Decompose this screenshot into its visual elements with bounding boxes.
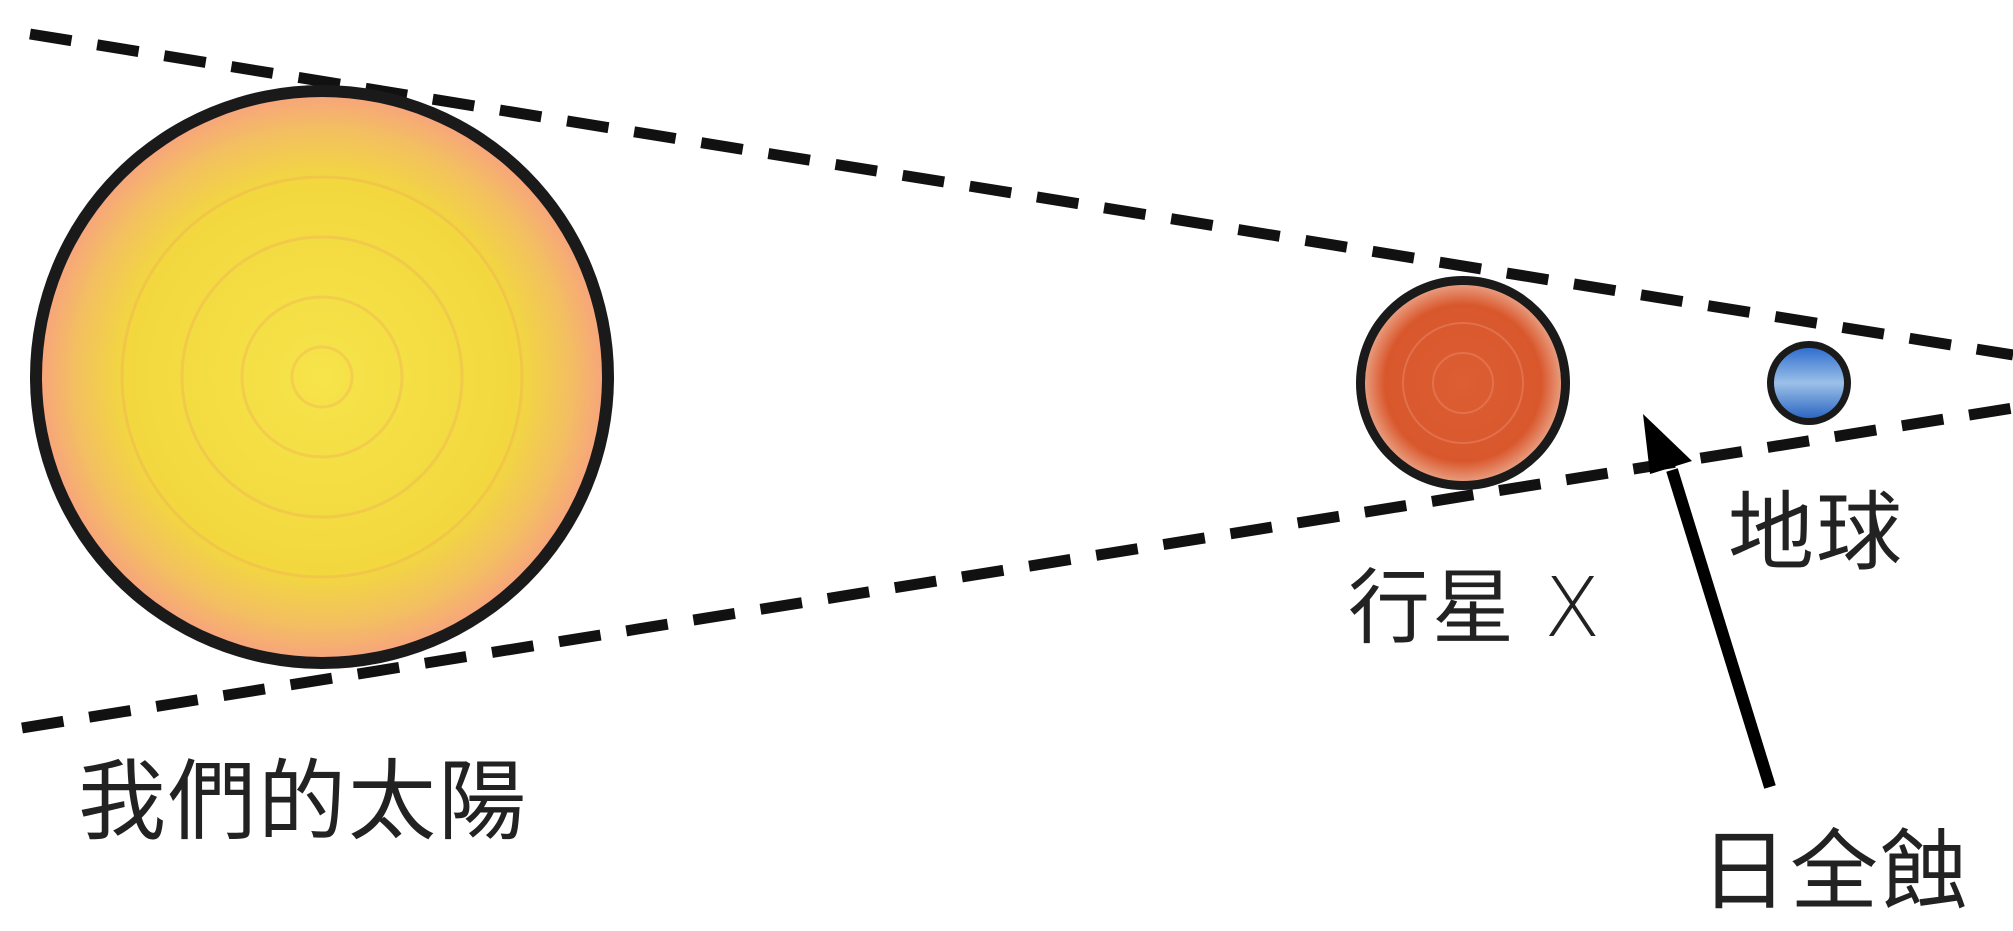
planet-x bbox=[1356, 276, 1570, 490]
sun-label: 我們的太陽 bbox=[78, 750, 529, 853]
total-eclipse-label: 日全蝕 bbox=[1700, 820, 1971, 923]
earth bbox=[1767, 341, 1851, 425]
planet-x-label: 行星 X bbox=[1348, 561, 1603, 656]
sun bbox=[30, 85, 614, 669]
eclipse-arrow bbox=[1643, 414, 1776, 789]
earth-label: 地球 bbox=[1728, 483, 1904, 583]
